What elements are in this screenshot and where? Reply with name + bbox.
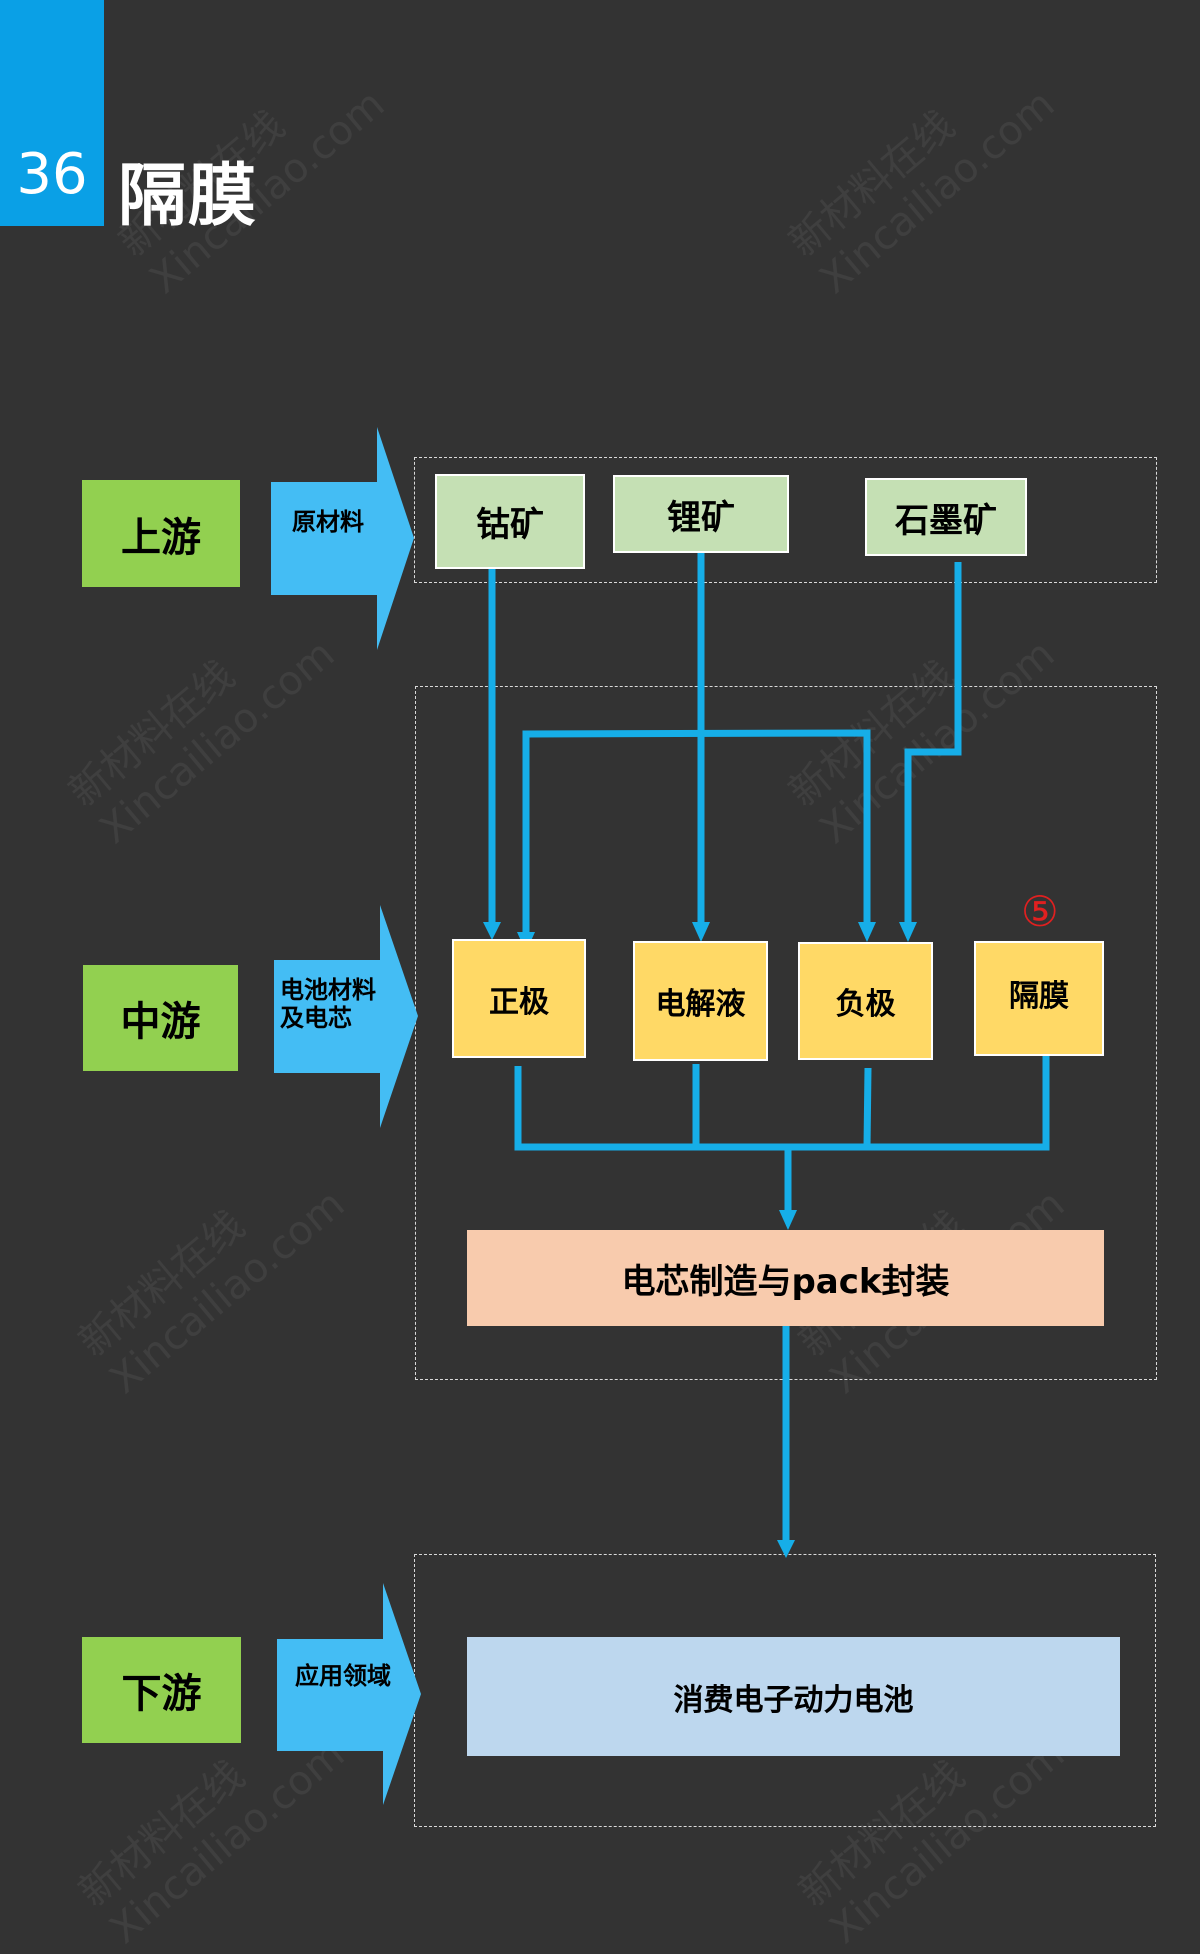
upstream-item-lithium: 锂矿 (613, 475, 789, 553)
material-anode: 负极 (798, 942, 933, 1060)
arrowhead (777, 1540, 795, 1558)
stage-upstream: 上游 (82, 480, 240, 587)
stage-arrow-upstream (271, 427, 414, 650)
connector-materials-bus (514, 1056, 1050, 1151)
material-electrolyte: 电解液 (633, 941, 768, 1061)
arrow-label-battery-materials: 电池材料及电芯 (280, 976, 376, 1032)
arrow-label-applications: 应用领域 (295, 1662, 391, 1690)
arrowhead (858, 922, 876, 942)
material-cathode: 正极 (452, 939, 586, 1058)
section-number: 36 (16, 142, 88, 207)
stage-arrow-midstream (274, 905, 418, 1128)
upstream-item-graphite: 石墨矿 (865, 478, 1027, 556)
upstream-group (414, 457, 1157, 583)
stage-downstream: 下游 (82, 1637, 241, 1743)
assembly-box: 电芯制造与pack封装 (467, 1230, 1104, 1326)
arrowhead (483, 922, 501, 940)
connector-lithium-branch (522, 729, 871, 934)
arrow-label-raw-materials: 原材料 (292, 508, 364, 536)
section-number-badge (0, 0, 104, 226)
stage-midstream: 中游 (83, 965, 238, 1071)
application-box: 消费电子动力电池 (467, 1637, 1120, 1756)
stage-arrow-downstream (277, 1583, 421, 1805)
arrowhead (899, 922, 917, 942)
material-separator: 隔膜 (974, 941, 1104, 1056)
upstream-item-cobalt: 钴矿 (435, 474, 585, 569)
arrowhead (692, 922, 710, 942)
connector-anode-bus (863, 1067, 872, 1148)
page-title: 隔膜 (118, 157, 259, 236)
separator-marker: ⑤ (1021, 887, 1059, 936)
arrowhead (779, 1210, 797, 1230)
connector-graphite-anode (904, 562, 962, 924)
